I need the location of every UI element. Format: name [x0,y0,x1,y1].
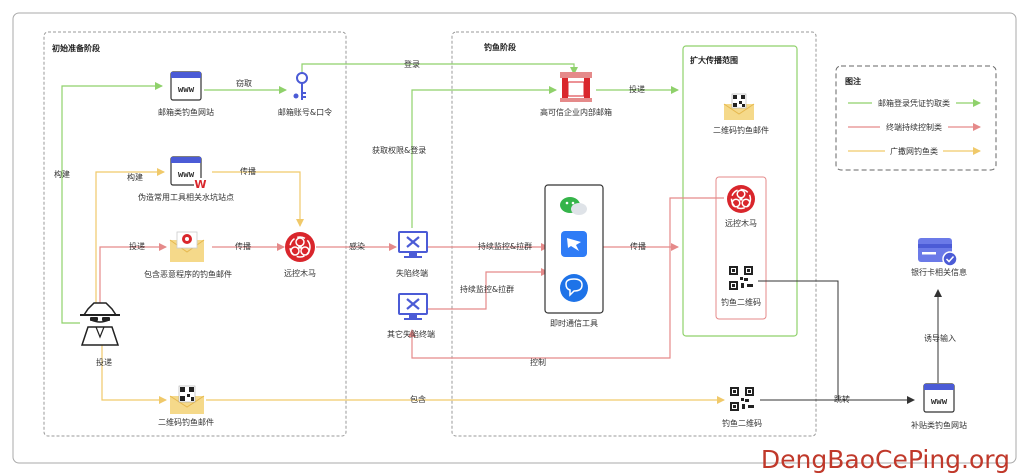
browser-icon: www [923,383,955,413]
node-qr-phish-spread: 钓鱼二维码 [721,297,761,307]
spread-panel [682,45,798,337]
node-qr-phish-bottom: 钓鱼二维码 [722,418,762,428]
svg-text:www: www [178,85,195,95]
browser-icon: www [170,71,202,101]
svg-text:W: W [194,178,206,191]
hacker-icon [80,302,120,346]
label-steal: 窃取 [236,78,252,88]
label-build-mid: 构建 [127,172,143,182]
label-build-top: 构建 [54,169,70,179]
wechat-icon [560,197,587,215]
spread-red-box [715,176,767,320]
qr-code-icon [730,387,754,411]
im-tools-box [544,184,604,314]
node-rat-1: 远控木马 [284,268,316,278]
chat-bubble-icon [560,274,588,302]
w-logo-icon: W [194,178,207,191]
label-deliver: 投递 [129,241,145,251]
label-spread-im: 传播 [630,241,646,251]
svg-text:www: www [178,170,195,180]
edge-gain-login [411,86,557,228]
edge-qr-link [758,280,839,400]
node-fake-tool-site: 伪造常用工具相关水坑站点 [138,192,234,202]
label-monitor1: 持续监控&拉群 [478,241,532,251]
edge-login [301,63,578,75]
node-malicious-mail: 包含恶意程序的钓鱼邮件 [144,269,232,279]
watermark: DengBaoCePing.org [761,445,1010,474]
label-monitor2: 持续监控&拉群 [460,284,514,294]
edge-build-top [61,82,163,324]
label-redirect: 跳转 [834,394,850,404]
node-mail-phish-site: 邮箱类钓鱼网站 [158,107,214,117]
qr-code-icon [729,266,753,290]
bank-card-icon [918,238,958,267]
node-bank-info: 银行卡相关信息 [911,267,967,277]
edge-spread-top [212,171,304,227]
label-spread-mid: 传播 [235,241,251,251]
qr-mail-icon [169,385,205,414]
node-rat-2: 远控木马 [725,218,757,228]
node-victim-terminal: 失陷终端 [396,268,428,278]
spread-panel-title: 扩大传播范围 [690,55,738,65]
phish-panel [451,31,817,437]
edge-monitor2 [428,268,549,310]
svg-text:www: www [931,397,948,407]
legend-item-terminal: 终端持续控制类 [886,122,942,132]
outer-frame [12,12,1017,464]
malicious-mail-icon [169,231,205,262]
label-spread-top: 传播 [240,166,256,176]
prep-panel [43,31,347,437]
phish-panel-title: 钓鱼阶段 [484,42,516,52]
node-trusted-mailbox: 高可信企业内部邮箱 [540,107,612,117]
mail-gateway-icon [560,72,592,102]
node-hacker: 投递 [96,357,112,367]
qr-mail-icon [723,93,755,120]
node-mail-account: 邮箱账号&口令 [278,107,332,117]
edge-deliver-bottom [101,345,167,404]
compromised-terminal-icon [398,231,428,258]
node-other-terminal: 其它失陷终端 [387,329,435,339]
label-deliver-right: 投递 [629,84,645,94]
browser-icon: www [170,156,202,186]
legend: 图注 邮箱登录凭证钓取类 终端持续控制类 广撒网钓鱼类 [835,65,997,171]
edge-control [408,197,724,359]
node-qr-mail-left: 二维码钓鱼邮件 [158,417,214,427]
label-login: 登录 [404,59,420,69]
biohazard-icon [727,185,755,213]
compromised-terminal-icon [398,293,428,320]
edge-build-mid [95,168,165,308]
label-control: 控制 [530,357,546,367]
edge-deliver [99,243,167,308]
node-subsidy-site: 补贴类钓鱼网站 [911,420,967,430]
label-gain-login: 获取权限&登录 [372,145,426,155]
label-contain: 包含 [410,394,426,404]
node-im-tools: 即时通信工具 [550,318,598,328]
label-induce: 诱导输入 [924,333,956,343]
label-infect: 感染 [349,241,365,251]
legend-item-wide: 广撒网钓鱼类 [890,146,938,156]
dingtalk-icon [561,231,587,257]
legend-item-credential: 邮箱登录凭证钓取类 [878,98,950,108]
key-icon [293,72,308,100]
node-qr-mail-spread: 二维码钓鱼邮件 [713,125,769,135]
prep-panel-title: 初始准备阶段 [52,43,100,53]
biohazard-icon [285,232,315,262]
legend-title: 图注 [845,76,861,86]
